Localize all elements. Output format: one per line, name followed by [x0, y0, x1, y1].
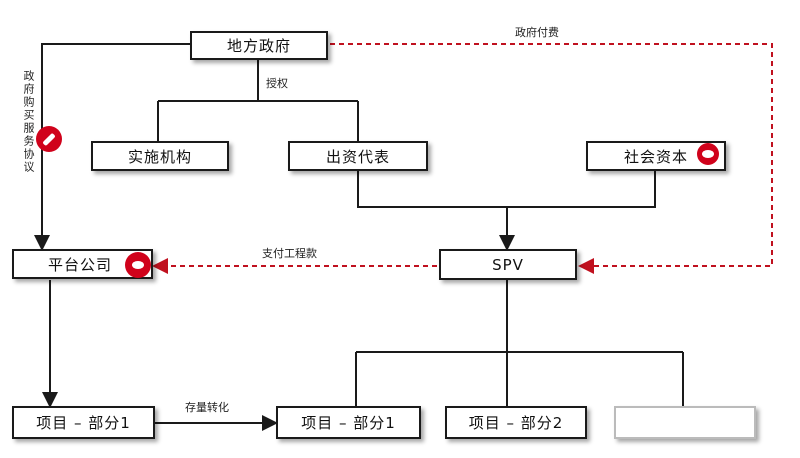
node-implementing-agency: 实施机构	[91, 141, 229, 171]
rep-to-spv-line	[357, 170, 656, 208]
label-stock-conversion: 存量转化	[185, 401, 229, 414]
node-capital-representative: 出资代表	[288, 141, 428, 171]
prohibition-icon	[36, 126, 62, 152]
label-authorize: 授权	[266, 77, 288, 90]
label-engineering-payment: 支付工程款	[262, 247, 317, 260]
node-local-government: 地方政府	[190, 31, 328, 60]
node-project-blank	[614, 406, 756, 439]
label-procurement-agreement: 政府购买服务协议	[22, 70, 35, 174]
label-gov-payment: 政府付费	[515, 26, 559, 39]
gov-payment-dashed-line	[330, 43, 773, 274]
red-ring-icon	[697, 143, 719, 165]
node-project-middle: 项目 – 部分1	[276, 406, 421, 439]
red-ring-icon	[125, 252, 151, 278]
node-project-left: 项目 – 部分1	[12, 406, 155, 439]
node-spv: SPV	[439, 249, 577, 280]
node-project-right: 项目 – 部分2	[445, 406, 587, 439]
gov-to-platform-line	[34, 43, 190, 251]
